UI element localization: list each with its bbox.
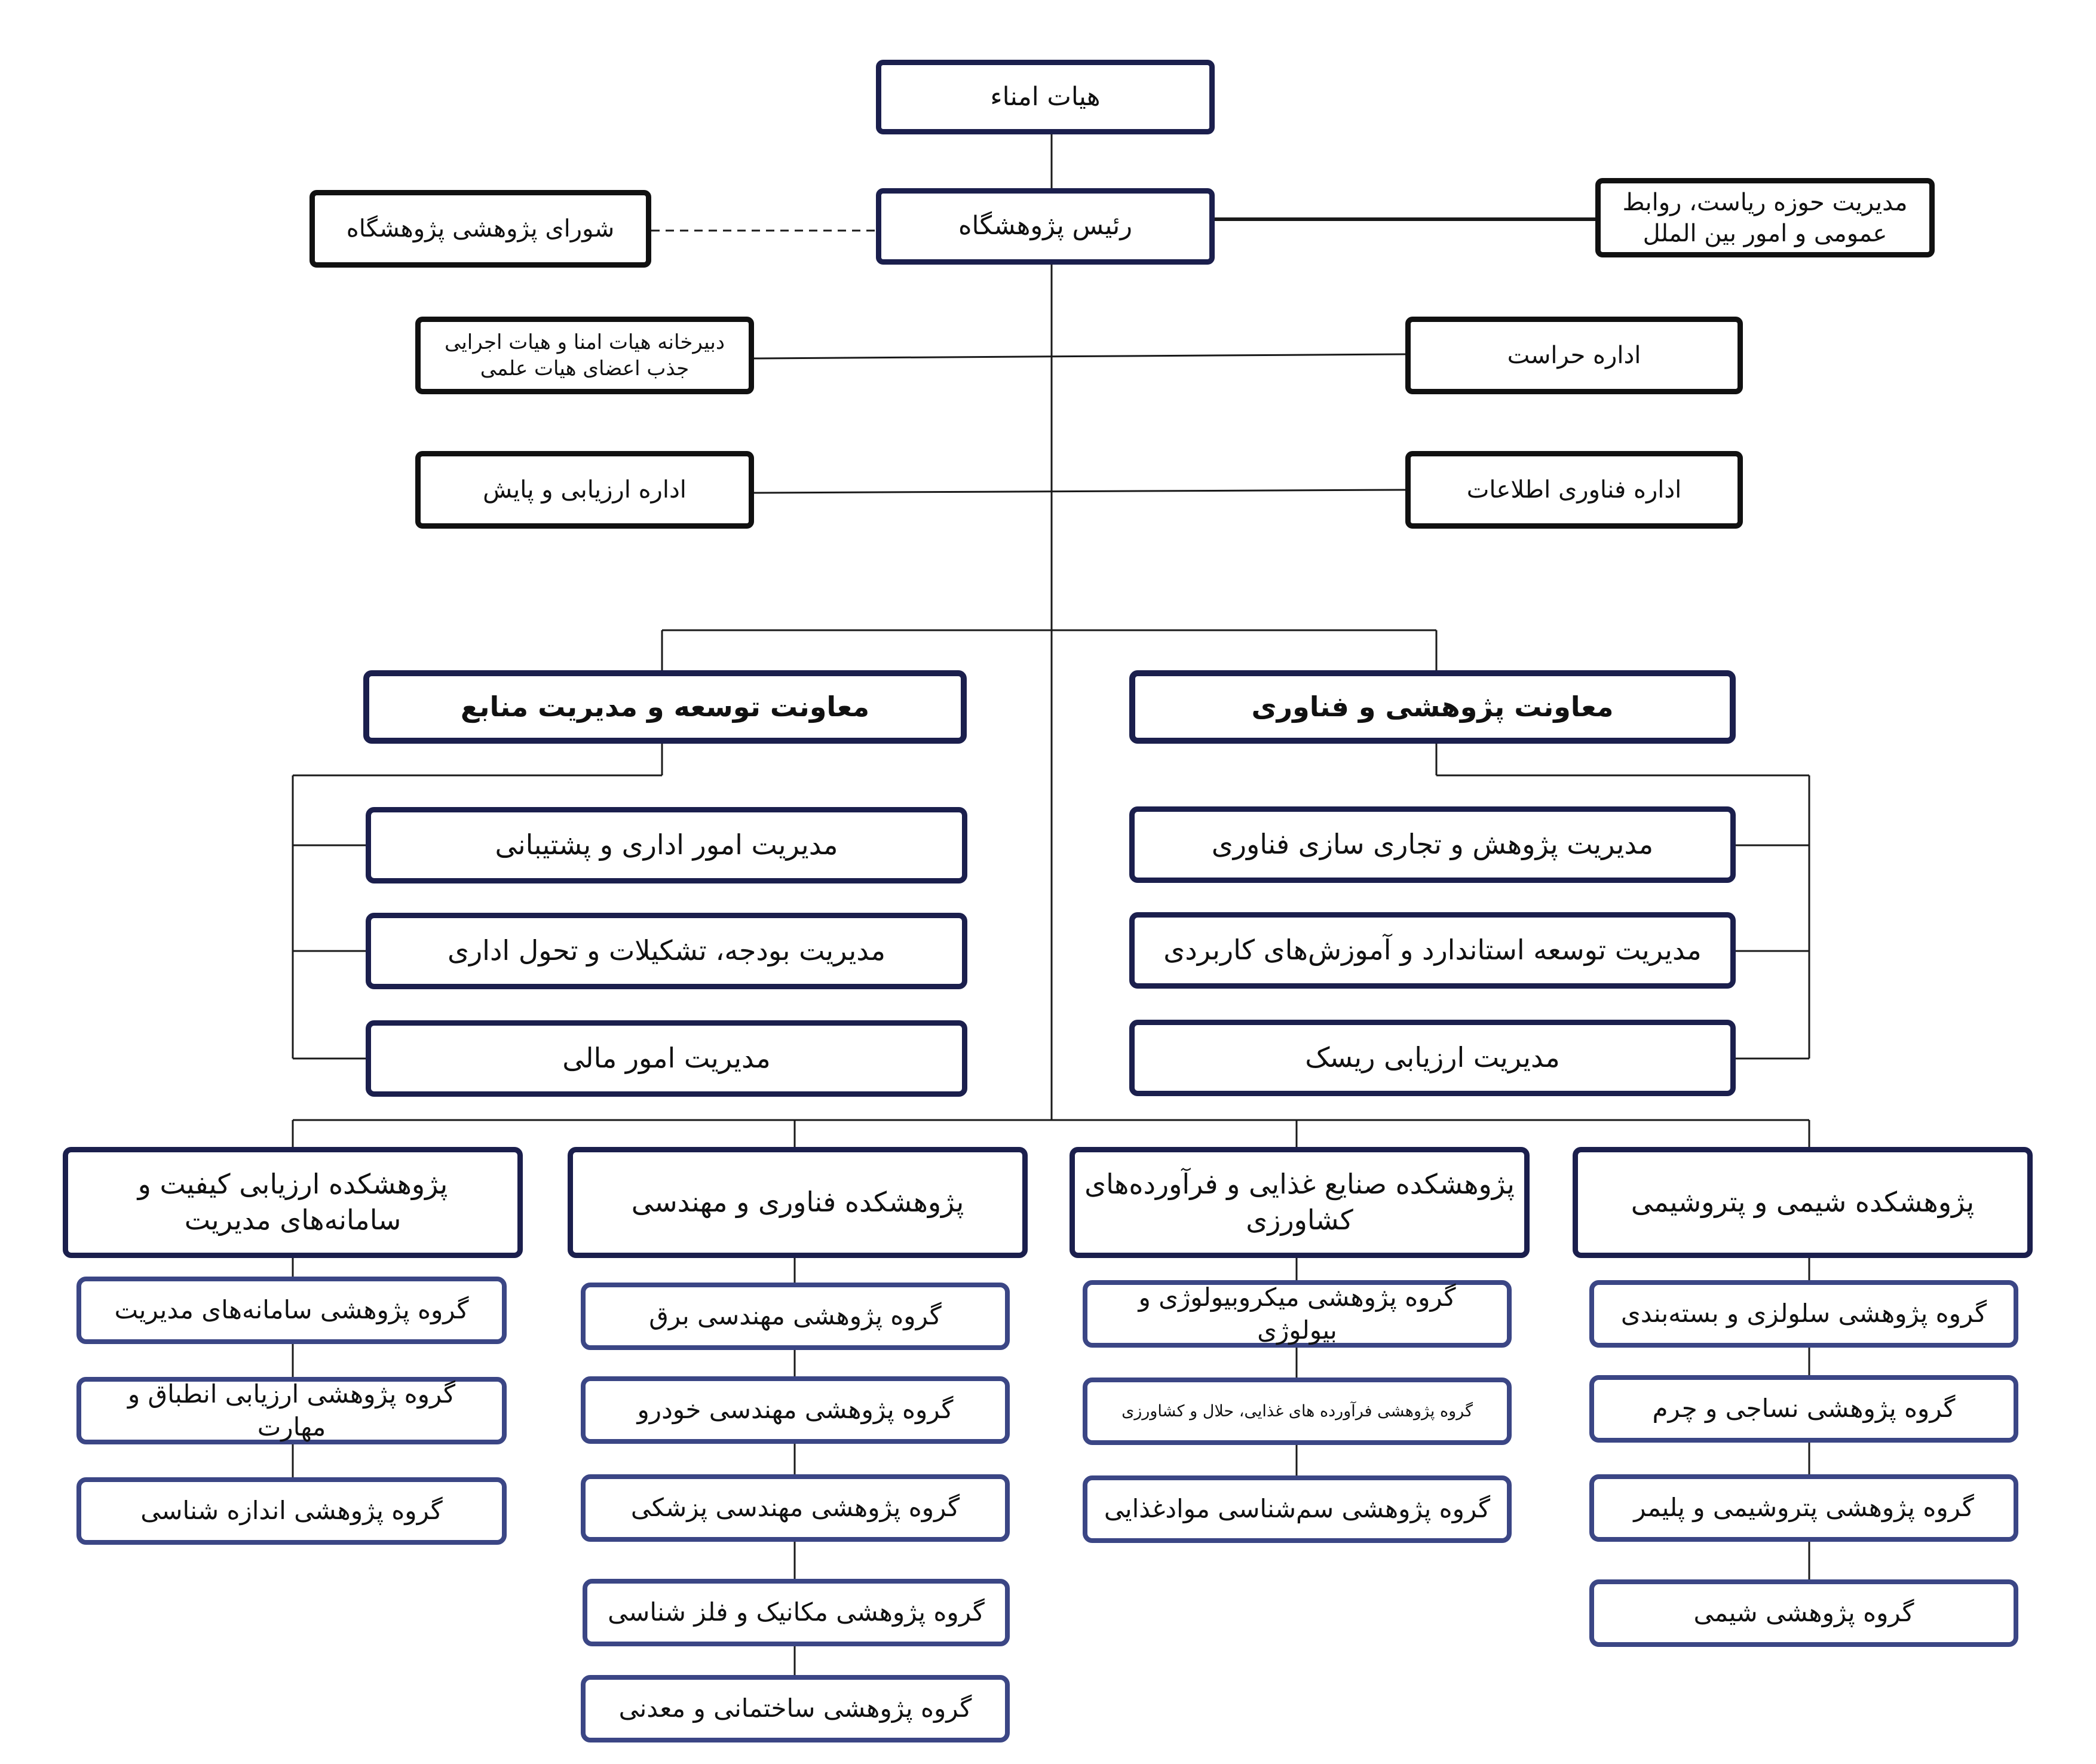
research-group-box: گروه پژوهشی شیمی xyxy=(1589,1579,2018,1647)
board-of-trustees-box: هیات امناء xyxy=(876,60,1215,134)
research-group-label: گروه پژوهشی اندازه شناسی xyxy=(140,1496,443,1526)
evaluation-office-label: اداره ارزیابی و پایش xyxy=(483,476,687,504)
development-unit-label: مدیریت امور مالی xyxy=(562,1042,771,1075)
institute-title: پژوهشکده ارزیابی کیفیت و سامانه‌های مدیر… xyxy=(137,1168,448,1236)
research-group-box: گروه پژوهشی سلولزی و بسته‌بندی xyxy=(1589,1280,2018,1348)
research-group-label: گروه پژوهشی ساختمانی و معدنی xyxy=(618,1694,972,1723)
it-office-label: اداره فناوری اطلاعات xyxy=(1466,476,1682,504)
research-group-label: گروه پژوهشی سامانه‌های مدیریت xyxy=(114,1295,469,1325)
connector xyxy=(753,353,1406,360)
secretariat-label: دبیرخانه هیات امنا و هیات اجرایی جذب اعض… xyxy=(444,330,725,381)
research-group-label: گروه پژوهشی مهندسی خودرو xyxy=(637,1395,954,1425)
institute-title: پژوهشکده شیمی و پتروشیمی xyxy=(1631,1186,1975,1219)
research-group-box: گروه پژوهشی ارزیابی انطباق و مهارت xyxy=(76,1377,507,1444)
research-group-label: گروه پژوهشی مهندسی پزشکی xyxy=(630,1493,960,1523)
research-group-label: گروه پژوهشی فرآورده های غذایی، حلال و کش… xyxy=(1121,1401,1473,1421)
evaluation-office-box: اداره ارزیابی و پایش xyxy=(415,451,754,529)
research-unit-box: مدیریت پژوهش و تجاری سازی فناوری xyxy=(1129,806,1736,883)
secretariat-box: دبیرخانه هیات امنا و هیات اجرایی جذب اعض… xyxy=(415,317,754,394)
development-unit-box: مدیریت بودجه، تشکیلات و تحول اداری xyxy=(366,913,967,989)
presidency-management-box: مدیریت حوزه ریاست، روابط عمومی و امور بی… xyxy=(1595,178,1935,257)
connector xyxy=(753,489,1406,494)
institute-title: پژوهشکده صنایع غذایی و فرآورده‌های کشاور… xyxy=(1084,1168,1515,1236)
research-group-label: گروه پژوهشی ارزیابی انطباق و مهارت xyxy=(127,1379,456,1441)
research-group-box: گروه پژوهشی سم‌شناسی موادغذایی xyxy=(1083,1475,1512,1543)
president-box: رئیس پژوهشگاه xyxy=(876,188,1215,265)
security-office-label: اداره حراست xyxy=(1507,342,1641,369)
research-group-label: گروه پژوهشی پتروشیمی و پلیمر xyxy=(1634,1493,1974,1523)
research-group-box: گروه پژوهشی مهندسی برق xyxy=(581,1283,1010,1350)
research-group-box: گروه پژوهشی مکانیک و فلز شناسی xyxy=(583,1579,1010,1646)
vp-development-box: معاونت توسعه و مدیریت منابع xyxy=(363,670,967,744)
president-label: رئیس پژوهشگاه xyxy=(958,211,1133,241)
institute-box: پژوهشکده صنایع غذایی و فرآورده‌های کشاور… xyxy=(1070,1147,1530,1258)
research-group-label: گروه پژوهشی سلولزی و بسته‌بندی xyxy=(1620,1299,1987,1329)
development-unit-label: مدیریت بودجه، تشکیلات و تحول اداری xyxy=(447,934,886,967)
research-group-label: گروه پژوهشی مکانیک و فلز شناسی xyxy=(608,1597,985,1627)
vp-research-title: معاونت پژوهشی و فناوری xyxy=(1251,690,1614,723)
research-council-label: شورای پژوهشی پژوهشگاه xyxy=(346,215,615,243)
presidency-management-label: مدیریت حوزه ریاست، روابط عمومی و امور بی… xyxy=(1622,188,1908,247)
security-office-box: اداره حراست xyxy=(1405,317,1743,394)
research-council-box: شورای پژوهشی پژوهشگاه xyxy=(310,190,651,268)
institute-title: پژوهشکده فناوری و مهندسی xyxy=(631,1186,964,1219)
research-group-box: گروه پژوهشی مهندسی خودرو xyxy=(581,1376,1010,1444)
research-group-label: گروه پژوهشی سم‌شناسی موادغذایی xyxy=(1104,1494,1491,1524)
research-unit-label: مدیریت پژوهش و تجاری سازی فناوری xyxy=(1211,828,1654,861)
research-group-box: گروه پژوهشی ساختمانی و معدنی xyxy=(581,1675,1010,1742)
development-unit-label: مدیریت امور اداری و پشتیبانی xyxy=(495,829,838,861)
research-group-box: گروه پژوهشی اندازه شناسی xyxy=(76,1477,507,1545)
research-group-box: گروه پژوهشی سامانه‌های مدیریت xyxy=(76,1277,507,1344)
research-group-box: گروه پژوهشی نساجی و چرم xyxy=(1589,1375,2018,1443)
development-unit-box: مدیریت امور مالی xyxy=(366,1020,967,1097)
research-unit-label: مدیریت ارزیابی ریسک xyxy=(1305,1041,1560,1074)
research-group-box: گروه پژوهشی میکروبیولوژی و بیولوژی xyxy=(1083,1280,1512,1348)
research-group-box: گروه پژوهشی فرآورده های غذایی، حلال و کش… xyxy=(1083,1378,1512,1445)
institute-box: پژوهشکده ارزیابی کیفیت و سامانه‌های مدیر… xyxy=(63,1147,523,1258)
research-group-label: گروه پژوهشی شیمی xyxy=(1693,1598,1914,1628)
research-group-box: گروه پژوهشی مهندسی پزشکی xyxy=(581,1474,1010,1542)
research-unit-box: مدیریت ارزیابی ریسک xyxy=(1129,1020,1736,1096)
research-unit-box: مدیریت توسعه استاندارد و آموزش‌های کاربر… xyxy=(1129,912,1736,989)
research-unit-label: مدیریت توسعه استاندارد و آموزش‌های کاربر… xyxy=(1163,934,1702,967)
research-group-box: گروه پژوهشی پتروشیمی و پلیمر xyxy=(1589,1474,2018,1542)
vp-research-box: معاونت پژوهشی و فناوری xyxy=(1129,670,1736,744)
it-office-box: اداره فناوری اطلاعات xyxy=(1405,451,1743,529)
research-group-label: گروه پژوهشی نساجی و چرم xyxy=(1652,1394,1956,1424)
institute-box: پژوهشکده فناوری و مهندسی xyxy=(568,1147,1028,1258)
development-unit-box: مدیریت امور اداری و پشتیبانی xyxy=(366,807,967,883)
research-group-label: گروه پژوهشی مهندسی برق xyxy=(649,1301,942,1331)
institute-box: پژوهشکده شیمی و پتروشیمی xyxy=(1573,1147,2033,1258)
vp-development-title: معاونت توسعه و مدیریت منابع xyxy=(460,690,870,723)
research-group-label: گروه پژوهشی میکروبیولوژی و بیولوژی xyxy=(1138,1282,1456,1345)
board-of-trustees-label: هیات امناء xyxy=(990,81,1101,112)
